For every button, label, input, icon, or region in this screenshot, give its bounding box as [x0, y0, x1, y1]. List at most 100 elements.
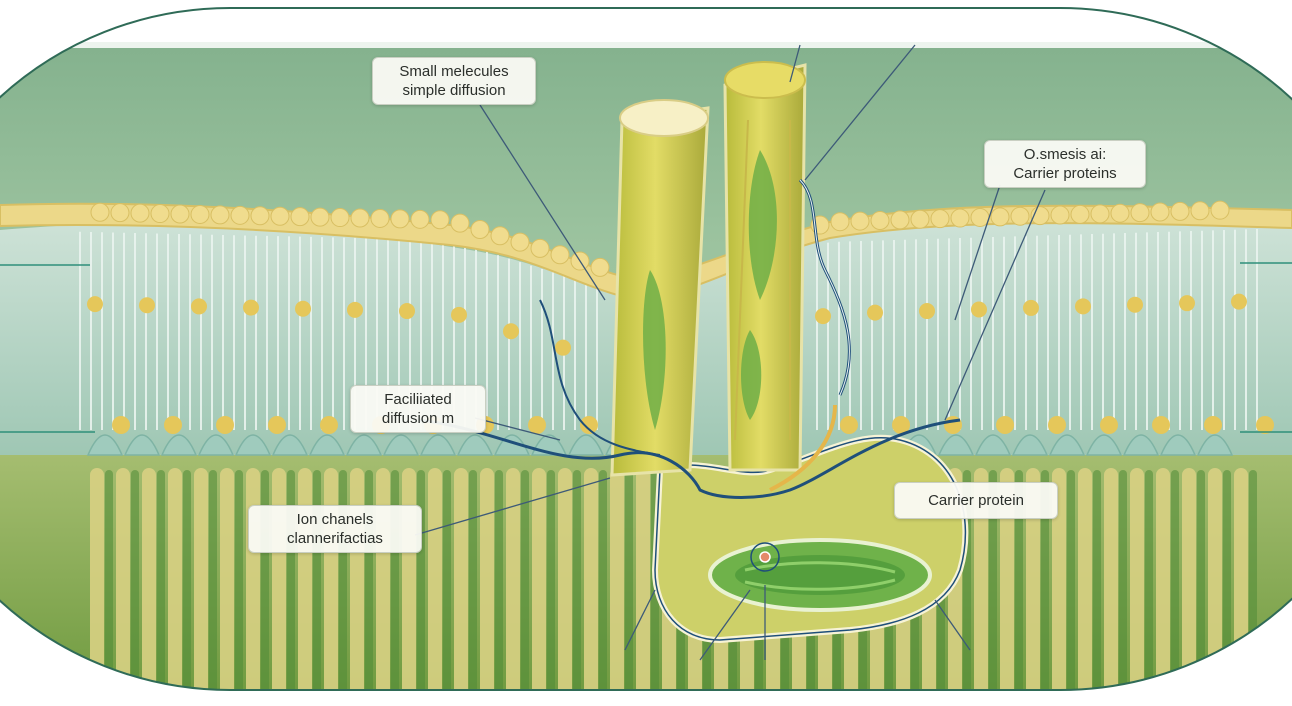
- outer-lipid-bump: [1151, 203, 1169, 221]
- mid-lipid-head: [919, 303, 935, 319]
- outer-lipid-bump: [251, 207, 269, 225]
- lower-tail-shadow: [573, 470, 581, 701]
- outer-lipid-bump: [131, 204, 149, 222]
- mid-lipid-head: [216, 416, 234, 434]
- lower-tail: [298, 468, 312, 701]
- lower-tail: [1234, 468, 1248, 701]
- lower-tail: [142, 468, 156, 701]
- mid-lipid-head: [347, 302, 363, 318]
- outer-lipid-bump: [351, 209, 369, 227]
- lower-tail: [350, 468, 364, 701]
- lower-tail: [506, 468, 520, 701]
- mid-lipid-head: [295, 301, 311, 317]
- lower-tail-shadow: [495, 470, 503, 701]
- outer-lipid-bump: [1071, 205, 1089, 223]
- lower-tail: [246, 468, 260, 701]
- outer-lipid-bump: [1211, 201, 1229, 219]
- mid-lipid-head: [112, 416, 130, 434]
- lower-tail-shadow: [209, 470, 217, 701]
- mid-lipid-head: [555, 340, 571, 356]
- channel-protein-right: [725, 62, 805, 470]
- label-carrier-protein-line1: Carrier protein: [903, 491, 1049, 510]
- outer-lipid-bump: [971, 208, 989, 226]
- lower-tail: [116, 468, 130, 701]
- outer-lipid-bump: [831, 213, 849, 231]
- top-white-band: [0, 0, 1292, 42]
- lower-tail: [324, 468, 338, 701]
- lower-tail: [454, 468, 468, 701]
- mid-lipid-head: [996, 416, 1014, 434]
- lower-tail: [272, 468, 286, 701]
- lower-tail-shadow: [1171, 470, 1179, 701]
- outer-lipid-bump: [931, 210, 949, 228]
- outer-lipid-bump: [191, 205, 209, 223]
- channel-protein-left: [612, 100, 708, 475]
- lower-tail: [610, 468, 624, 701]
- outer-lipid-bump: [1011, 207, 1029, 225]
- outer-lipid-bump: [431, 211, 449, 229]
- lower-tail-shadow: [131, 470, 139, 701]
- outer-lipid-bump: [111, 204, 129, 222]
- mid-lipid-head: [164, 416, 182, 434]
- outer-lipid-bump: [151, 205, 169, 223]
- mid-lipid-head: [1023, 300, 1039, 316]
- lower-tail-shadow: [625, 470, 633, 701]
- label-osmosis-line1: O.smesis ai:: [993, 145, 1137, 164]
- label-ion-channels-line1: Ion chanels: [257, 510, 413, 529]
- outer-lipid-bump: [391, 210, 409, 228]
- outer-lipid-bump: [511, 233, 529, 251]
- pore-molecule: [760, 552, 770, 562]
- mid-lipid-head: [1204, 416, 1222, 434]
- outer-lipid-bump: [451, 214, 469, 232]
- outer-lipid-bump: [1111, 204, 1129, 222]
- lower-tail-shadow: [547, 470, 555, 701]
- outer-lipid-bump: [551, 246, 569, 264]
- outer-lipid-bump: [231, 206, 249, 224]
- label-small-molecules-line1: Small melecules: [381, 62, 527, 81]
- lower-tail: [194, 468, 208, 701]
- outer-lipid-bump: [1051, 206, 1069, 224]
- lower-tail-shadow: [443, 470, 451, 701]
- lower-tail-shadow: [1119, 470, 1127, 701]
- outer-lipid-bump: [311, 208, 329, 226]
- outer-lipid-bump: [591, 258, 609, 276]
- mid-lipid-head: [840, 416, 858, 434]
- label-small-molecules-line2: simple diffusion: [381, 81, 527, 100]
- mid-lipid-head: [528, 416, 546, 434]
- mid-lipid-head: [243, 300, 259, 316]
- lower-tail: [1104, 468, 1118, 701]
- lower-tail: [480, 468, 494, 701]
- lower-tail-shadow: [1249, 470, 1257, 701]
- outer-lipid-bump: [1131, 204, 1149, 222]
- mid-lipid-head: [1231, 294, 1247, 310]
- lower-tail-shadow: [1145, 470, 1153, 701]
- mid-lipid-head: [139, 297, 155, 313]
- label-osmosis-line2: Carrier proteins: [993, 164, 1137, 183]
- lower-tail: [220, 468, 234, 701]
- lower-tail: [1156, 468, 1170, 701]
- mid-lipid-head: [503, 323, 519, 339]
- mid-lipid-head: [268, 416, 286, 434]
- lower-tail: [584, 468, 598, 701]
- label-carrier-protein: Carrier protein: [894, 482, 1058, 519]
- mid-lipid-head: [1100, 416, 1118, 434]
- lower-tail: [168, 468, 182, 701]
- mid-lipid-head: [1179, 295, 1195, 311]
- lower-tail: [532, 468, 546, 701]
- mid-lipid-head: [580, 416, 598, 434]
- lower-tail: [558, 468, 572, 701]
- label-facilitated-line2: diffusion m: [359, 409, 477, 428]
- mid-lipid-head: [971, 301, 987, 317]
- mid-lipid-head: [1127, 297, 1143, 313]
- lower-tail-shadow: [1093, 470, 1101, 701]
- mid-lipid-head: [87, 296, 103, 312]
- outer-lipid-bump: [911, 210, 929, 228]
- label-osmosis-carrier: O.smesis ai: Carrier proteins: [984, 140, 1146, 188]
- outer-lipid-bump: [991, 208, 1009, 226]
- lower-tail-shadow: [1223, 470, 1231, 701]
- outer-lipid-bump: [851, 212, 869, 230]
- mid-lipid-head: [399, 303, 415, 319]
